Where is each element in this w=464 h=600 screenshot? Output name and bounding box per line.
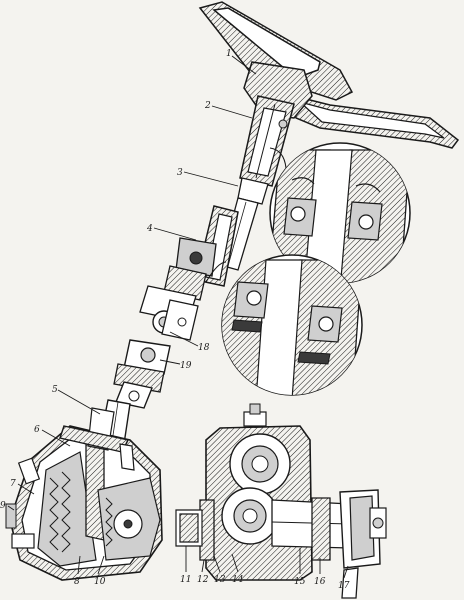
detail-view-upper (269, 142, 411, 284)
callout-5: 5 (52, 385, 58, 395)
callout-7: 7 (10, 479, 16, 489)
callout-17: 17 (338, 581, 350, 591)
steering-gearbox (5, 407, 163, 581)
callout-8: 8 (74, 577, 80, 587)
universal-joint-upper (139, 205, 239, 341)
callout-10: 10 (94, 577, 106, 587)
callout-16: 16 (314, 577, 326, 587)
callout-9: 9 (0, 501, 6, 511)
callout-1: 1 (226, 49, 232, 59)
callout-19: 19 (180, 361, 192, 371)
leader-detail-lower (205, 261, 227, 283)
callout-18: 18 (198, 343, 210, 353)
steering-wheel (198, 1, 460, 149)
callout-labels: 1 2 3 4 18 19 5 6 7 8 9 10 11 12 13 14 1… (0, 49, 350, 591)
callout-13: 13 (214, 575, 226, 585)
callout-12: 12 (197, 575, 209, 585)
callout-2: 2 (204, 101, 211, 111)
callout-11: 11 (180, 575, 191, 585)
control-valve-assembly (175, 403, 387, 599)
leader-detail-upper (269, 147, 287, 169)
detail-view-lower (221, 254, 363, 396)
callout-4: 4 (146, 224, 153, 234)
callout-3: 3 (177, 168, 183, 178)
callout-6: 6 (34, 425, 40, 435)
callout-14: 14 (232, 575, 244, 585)
leader-lines (7, 55, 349, 579)
callout-15: 15 (294, 577, 306, 587)
